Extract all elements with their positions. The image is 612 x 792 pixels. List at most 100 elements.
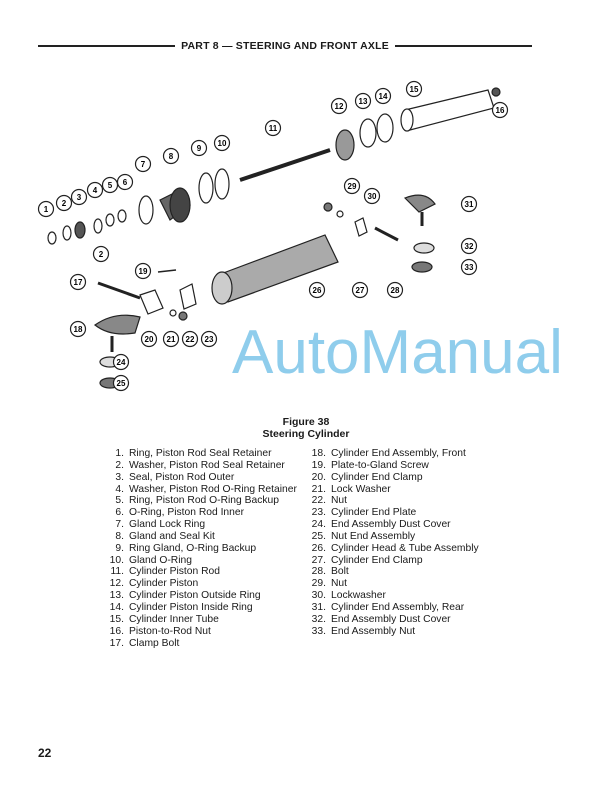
part-name: Washer, Piston Rod Seal Retainer bbox=[129, 459, 285, 471]
callout-17: 17 bbox=[69, 273, 87, 291]
part-number: 7. bbox=[115, 519, 124, 531]
part-name: End Assembly Dust Cover bbox=[331, 613, 451, 625]
callout-2: 2 bbox=[92, 245, 110, 263]
part-dust-cover-rear bbox=[413, 242, 435, 254]
callout-6: 6 bbox=[116, 173, 134, 191]
callout-circle bbox=[460, 195, 478, 213]
callout-circle bbox=[140, 330, 158, 348]
part-name: End Assembly Nut bbox=[331, 625, 416, 637]
figure-caption: Figure 38 Steering Cylinder bbox=[0, 416, 612, 440]
callout-4: 4 bbox=[86, 181, 104, 199]
callout-circle bbox=[112, 353, 130, 371]
callout-label: 11 bbox=[269, 124, 278, 133]
page-number: 22 bbox=[38, 746, 52, 760]
parts-list-item: 3.Seal, Piston Rod Outer bbox=[102, 472, 297, 484]
part-number: 28. bbox=[311, 566, 326, 578]
part-name: Lock Washer bbox=[331, 483, 391, 495]
part-number: 8. bbox=[115, 530, 124, 542]
part-inner-tube-end bbox=[400, 108, 414, 132]
part-name: Cylinder End Assembly, Front bbox=[331, 448, 466, 459]
callout-21: 21 bbox=[162, 330, 180, 348]
callout-circle bbox=[181, 330, 199, 348]
callout-circle bbox=[162, 147, 180, 165]
callout-8: 8 bbox=[162, 147, 180, 165]
callout-circle bbox=[134, 155, 152, 173]
callout-label: 5 bbox=[108, 181, 113, 190]
callout-20: 20 bbox=[140, 330, 158, 348]
part-number: 30. bbox=[311, 590, 326, 602]
callout-circle bbox=[405, 80, 423, 98]
callout-label: 7 bbox=[141, 160, 146, 169]
part-piston-rod bbox=[239, 148, 331, 182]
part-number: 22. bbox=[311, 495, 326, 507]
parts-list-item: 28.Bolt bbox=[304, 566, 479, 578]
part-number: 11. bbox=[110, 566, 124, 578]
parts-list-item: 2.Washer, Piston Rod Seal Retainer bbox=[102, 460, 297, 472]
header-rule-left bbox=[38, 45, 176, 47]
part-number: 9. bbox=[115, 542, 124, 554]
callout-label: 3 bbox=[77, 193, 82, 202]
callout-label: 9 bbox=[197, 144, 202, 153]
part-name: Cylinder Piston bbox=[129, 578, 199, 590]
part-gland-end bbox=[169, 187, 191, 223]
part-nut-front bbox=[178, 311, 188, 321]
callout-label: 4 bbox=[93, 186, 98, 195]
part-end-clamp-front bbox=[139, 289, 164, 315]
callout-label: 21 bbox=[167, 335, 176, 344]
callout-33: 33 bbox=[460, 258, 478, 276]
callout-30: 30 bbox=[363, 187, 381, 205]
part-number: 26. bbox=[311, 542, 326, 554]
part-screw bbox=[157, 269, 177, 273]
callout-circle bbox=[190, 139, 208, 157]
callout-23: 23 bbox=[200, 330, 218, 348]
callout-24: 24 bbox=[112, 353, 130, 371]
callout-label: 29 bbox=[348, 182, 357, 191]
part-nut bbox=[491, 87, 501, 97]
callout-circle bbox=[69, 273, 87, 291]
callout-label: 26 bbox=[313, 286, 322, 295]
callout-circle bbox=[386, 281, 404, 299]
part-ring bbox=[47, 231, 57, 245]
part-name: Nut bbox=[331, 578, 348, 590]
callout-3: 3 bbox=[70, 188, 88, 206]
parts-list-item: 15.Cylinder Inner Tube bbox=[102, 614, 297, 626]
parts-list-item: 5.Ring, Piston Rod O-Ring Backup bbox=[102, 495, 297, 507]
part-name: Cylinder End Plate bbox=[331, 507, 417, 519]
part-cylinder-end bbox=[211, 271, 233, 305]
parts-list-item: 22. Nut bbox=[304, 495, 479, 507]
part-ring bbox=[105, 213, 115, 227]
callout-label: 30 bbox=[368, 192, 377, 201]
parts-list-item: 32.End Assembly Dust Cover bbox=[304, 614, 479, 626]
parts-list-item: 9.Ring Gland, O-Ring Backup bbox=[102, 543, 297, 555]
part-number: 4. bbox=[115, 483, 124, 495]
callout-circle bbox=[460, 258, 478, 276]
callout-label: 2 bbox=[62, 199, 67, 208]
part-end-clamp-rear bbox=[354, 217, 368, 237]
page-header: PART 8 — STEERING AND FRONT AXLE bbox=[38, 40, 533, 52]
callout-label: 25 bbox=[117, 379, 126, 388]
part-gland-oring bbox=[214, 168, 230, 200]
callout-5: 5 bbox=[101, 176, 119, 194]
part-clamp-bolt bbox=[97, 281, 141, 300]
callout-28: 28 bbox=[386, 281, 404, 299]
part-name: Gland Lock Ring bbox=[129, 519, 206, 531]
callout-15: 15 bbox=[405, 80, 423, 98]
part-name: Cylinder Piston Outside Ring bbox=[129, 590, 261, 602]
part-name: Gland and Seal Kit bbox=[129, 530, 215, 542]
callout-circle bbox=[363, 187, 381, 205]
callout-31: 31 bbox=[460, 195, 478, 213]
callout-label: 31 bbox=[465, 200, 474, 209]
part-name: Nut bbox=[331, 495, 348, 507]
callout-label: 13 bbox=[359, 97, 368, 106]
part-number: 13. bbox=[109, 590, 124, 602]
figure-title: Steering Cylinder bbox=[262, 428, 350, 440]
part-gland-lock-ring bbox=[138, 195, 154, 225]
parts-list-item: 16.Piston-to-Rod Nut bbox=[102, 626, 297, 638]
callout-label: 32 bbox=[465, 242, 474, 251]
part-number: 12. bbox=[109, 578, 124, 590]
part-washer bbox=[62, 225, 72, 241]
callout-22: 22 bbox=[181, 330, 199, 348]
part-end-assembly-front bbox=[93, 314, 141, 335]
callout-label: 2 bbox=[99, 250, 104, 259]
parts-list-item: 25.Nut End Assembly bbox=[304, 531, 479, 543]
